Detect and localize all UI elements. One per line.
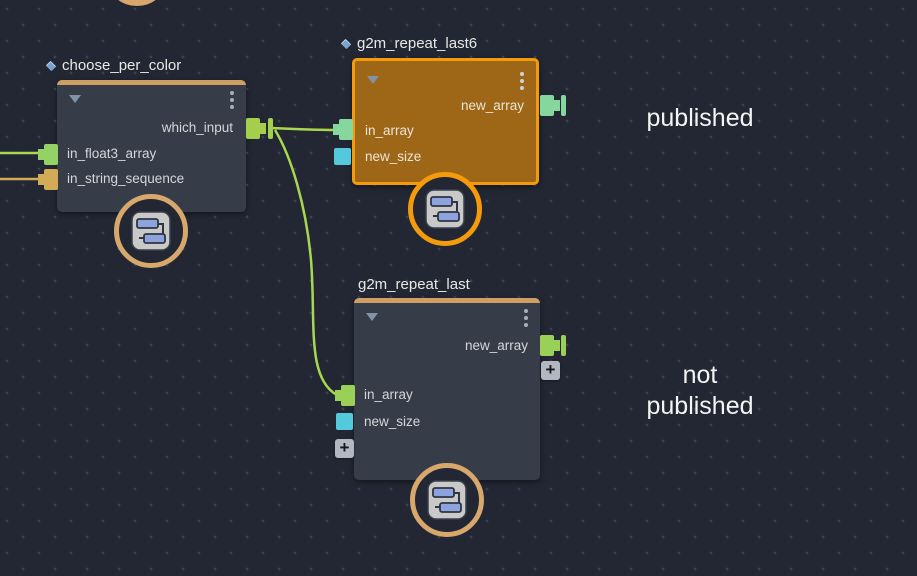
node-header-bar (354, 298, 540, 303)
output-port-new_array[interactable] (540, 95, 560, 116)
input-port-in_float3_array[interactable] (38, 144, 58, 165)
port-tab (260, 123, 266, 134)
output-label-which_input: which_input (161, 120, 233, 135)
port-tab (335, 390, 341, 401)
output-label-new_array: new_array (464, 338, 528, 353)
annotation-not-published: not published (646, 361, 754, 420)
port-tab (333, 124, 339, 135)
kebab-menu-icon[interactable] (230, 91, 234, 109)
connection-stub-new_array[interactable] (561, 95, 566, 116)
output-port-which_input[interactable] (246, 118, 266, 139)
kebab-menu-icon[interactable] (524, 309, 528, 327)
input-label-in_string_sequence: in_string_sequence (67, 171, 185, 186)
connection-stub-which_input[interactable] (268, 118, 273, 139)
subgraph-icon (131, 211, 171, 251)
node-title-text: g2m_repeat_last (358, 276, 470, 293)
node-title-g2m_repeat_last6: g2m_repeat_last6 (340, 35, 478, 52)
port-tab (554, 100, 560, 111)
subgraph-badge[interactable] (114, 194, 188, 268)
add-output-button[interactable]: + (541, 361, 560, 380)
input-label-new_size: new_size (364, 414, 421, 429)
add-input-button[interactable]: + (335, 439, 354, 458)
input-port-in_array[interactable] (335, 385, 355, 406)
input-label-in_array: in_array (365, 123, 414, 138)
node-title-choose_per_color: choose_per_color (45, 57, 182, 74)
node-g2m_repeat_last[interactable]: g2m_repeat_last new_array + in_array new… (335, 276, 566, 537)
node-g2m_repeat_last6[interactable]: g2m_repeat_last6 new_array in_array new_… (333, 35, 566, 246)
node-title-text: g2m_repeat_last6 (357, 35, 478, 52)
input-port-in_array[interactable] (333, 119, 353, 140)
kebab-menu-icon[interactable] (520, 72, 524, 90)
subgraph-icon (427, 480, 467, 520)
node-header-bar (57, 80, 246, 85)
instance-diamond-icon (340, 38, 352, 49)
port-tab (554, 340, 560, 351)
output-label-new_array: new_array (460, 98, 524, 113)
node-choose_per_color[interactable]: choose_per_color which_input in_float3_a… (38, 57, 273, 268)
connection-stub-new_array[interactable] (561, 335, 566, 356)
instance-diamond-icon (45, 60, 57, 71)
wire-which_input-to-in_array-top[interactable] (271, 126, 336, 132)
input-label-in_float3_array: in_float3_array (67, 146, 157, 161)
input-label-in_array: in_array (364, 387, 413, 402)
input-label-new_size: new_size (365, 149, 422, 164)
wire-which_input-to-in_array-bottom[interactable] (273, 129, 338, 397)
input-port-new_size[interactable] (334, 148, 351, 165)
input-port-new_size[interactable] (336, 413, 353, 430)
collapse-arrow-icon[interactable] (69, 95, 81, 103)
output-port-new_array[interactable] (540, 335, 560, 356)
subgraph-icon (425, 189, 465, 229)
collapse-arrow-icon[interactable] (367, 76, 379, 84)
port-tab (38, 174, 44, 185)
input-port-in_string_sequence[interactable] (38, 169, 58, 190)
port-tab (38, 149, 44, 160)
collapse-arrow-icon[interactable] (366, 313, 378, 321)
subgraph-badge[interactable] (410, 463, 484, 537)
node-title-g2m_repeat_last: g2m_repeat_last (358, 276, 470, 293)
node-title-text: choose_per_color (62, 57, 182, 74)
annotation-published: published (646, 104, 754, 132)
subgraph-badge[interactable] (408, 172, 482, 246)
